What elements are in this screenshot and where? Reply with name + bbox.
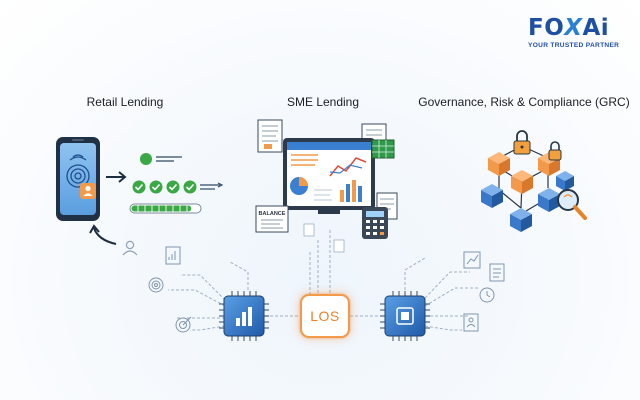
sme-lending-group: BALANCE — [255, 119, 398, 253]
line-chart-doc-icon — [463, 251, 481, 269]
circuit-lines — [168, 230, 480, 331]
user-icon — [122, 240, 138, 256]
checkmark-icon — [183, 180, 197, 194]
progress-bar-icon — [129, 203, 202, 214]
logo-wordmark: FOXAi — [528, 15, 610, 41]
status-indicator — [140, 153, 182, 165]
checkmark-icon — [166, 180, 180, 194]
retail-lending-title: Retail Lending — [86, 95, 164, 109]
user-badge-icon — [80, 183, 96, 199]
logo-tagline: YOUR TRUSTED PARTNER — [528, 42, 620, 49]
monitor-dashboard-icon — [283, 138, 375, 214]
balance-sheet-icon: BALANCE — [255, 205, 289, 233]
grc-title: Governance, Risk & Compliance (GRC) — [418, 95, 630, 109]
cube-icon — [481, 184, 503, 208]
clock-icon — [479, 287, 495, 303]
bar-chart-icon — [236, 307, 252, 326]
return-arrow-icon — [89, 224, 117, 245]
padlock-icon — [548, 141, 562, 161]
retail-lending-group — [56, 137, 224, 256]
target-icon — [175, 316, 192, 333]
cube-icon — [510, 208, 532, 232]
brand-logo: FOXAi YOUR TRUSTED PARTNER — [528, 16, 632, 49]
document-icon — [303, 223, 345, 253]
magnifier-icon — [557, 189, 587, 220]
los-hub[interactable]: LOS — [300, 294, 350, 338]
smartphone-fingerprint-icon — [56, 137, 100, 221]
bar-chart-doc-icon — [165, 246, 181, 265]
satellite-icons — [148, 246, 505, 333]
cube-icon — [488, 152, 510, 176]
los-label: LOS — [310, 308, 340, 324]
padlock-icon — [513, 130, 531, 155]
document-list-icon — [489, 263, 505, 282]
checkmark-row — [132, 180, 224, 194]
calculator-icon — [362, 207, 388, 239]
cube-icon — [511, 170, 533, 194]
cube-icon — [538, 188, 560, 212]
fingerprint-icon — [148, 277, 164, 293]
document-icon — [257, 119, 283, 153]
cpu-icon — [396, 307, 414, 325]
document-user-icon — [463, 313, 479, 332]
checkmark-icon — [149, 180, 163, 194]
microchip-icon — [380, 291, 430, 341]
microchip-icon — [219, 291, 269, 341]
checkmark-icon — [132, 180, 146, 194]
grc-group — [481, 130, 587, 232]
arrow-right-icon — [106, 171, 127, 183]
cube-icon — [556, 171, 574, 191]
balance-sheet-label: BALANCE — [259, 211, 286, 217]
spreadsheet-icon — [371, 139, 395, 159]
sme-lending-title: SME Lending — [286, 95, 360, 109]
